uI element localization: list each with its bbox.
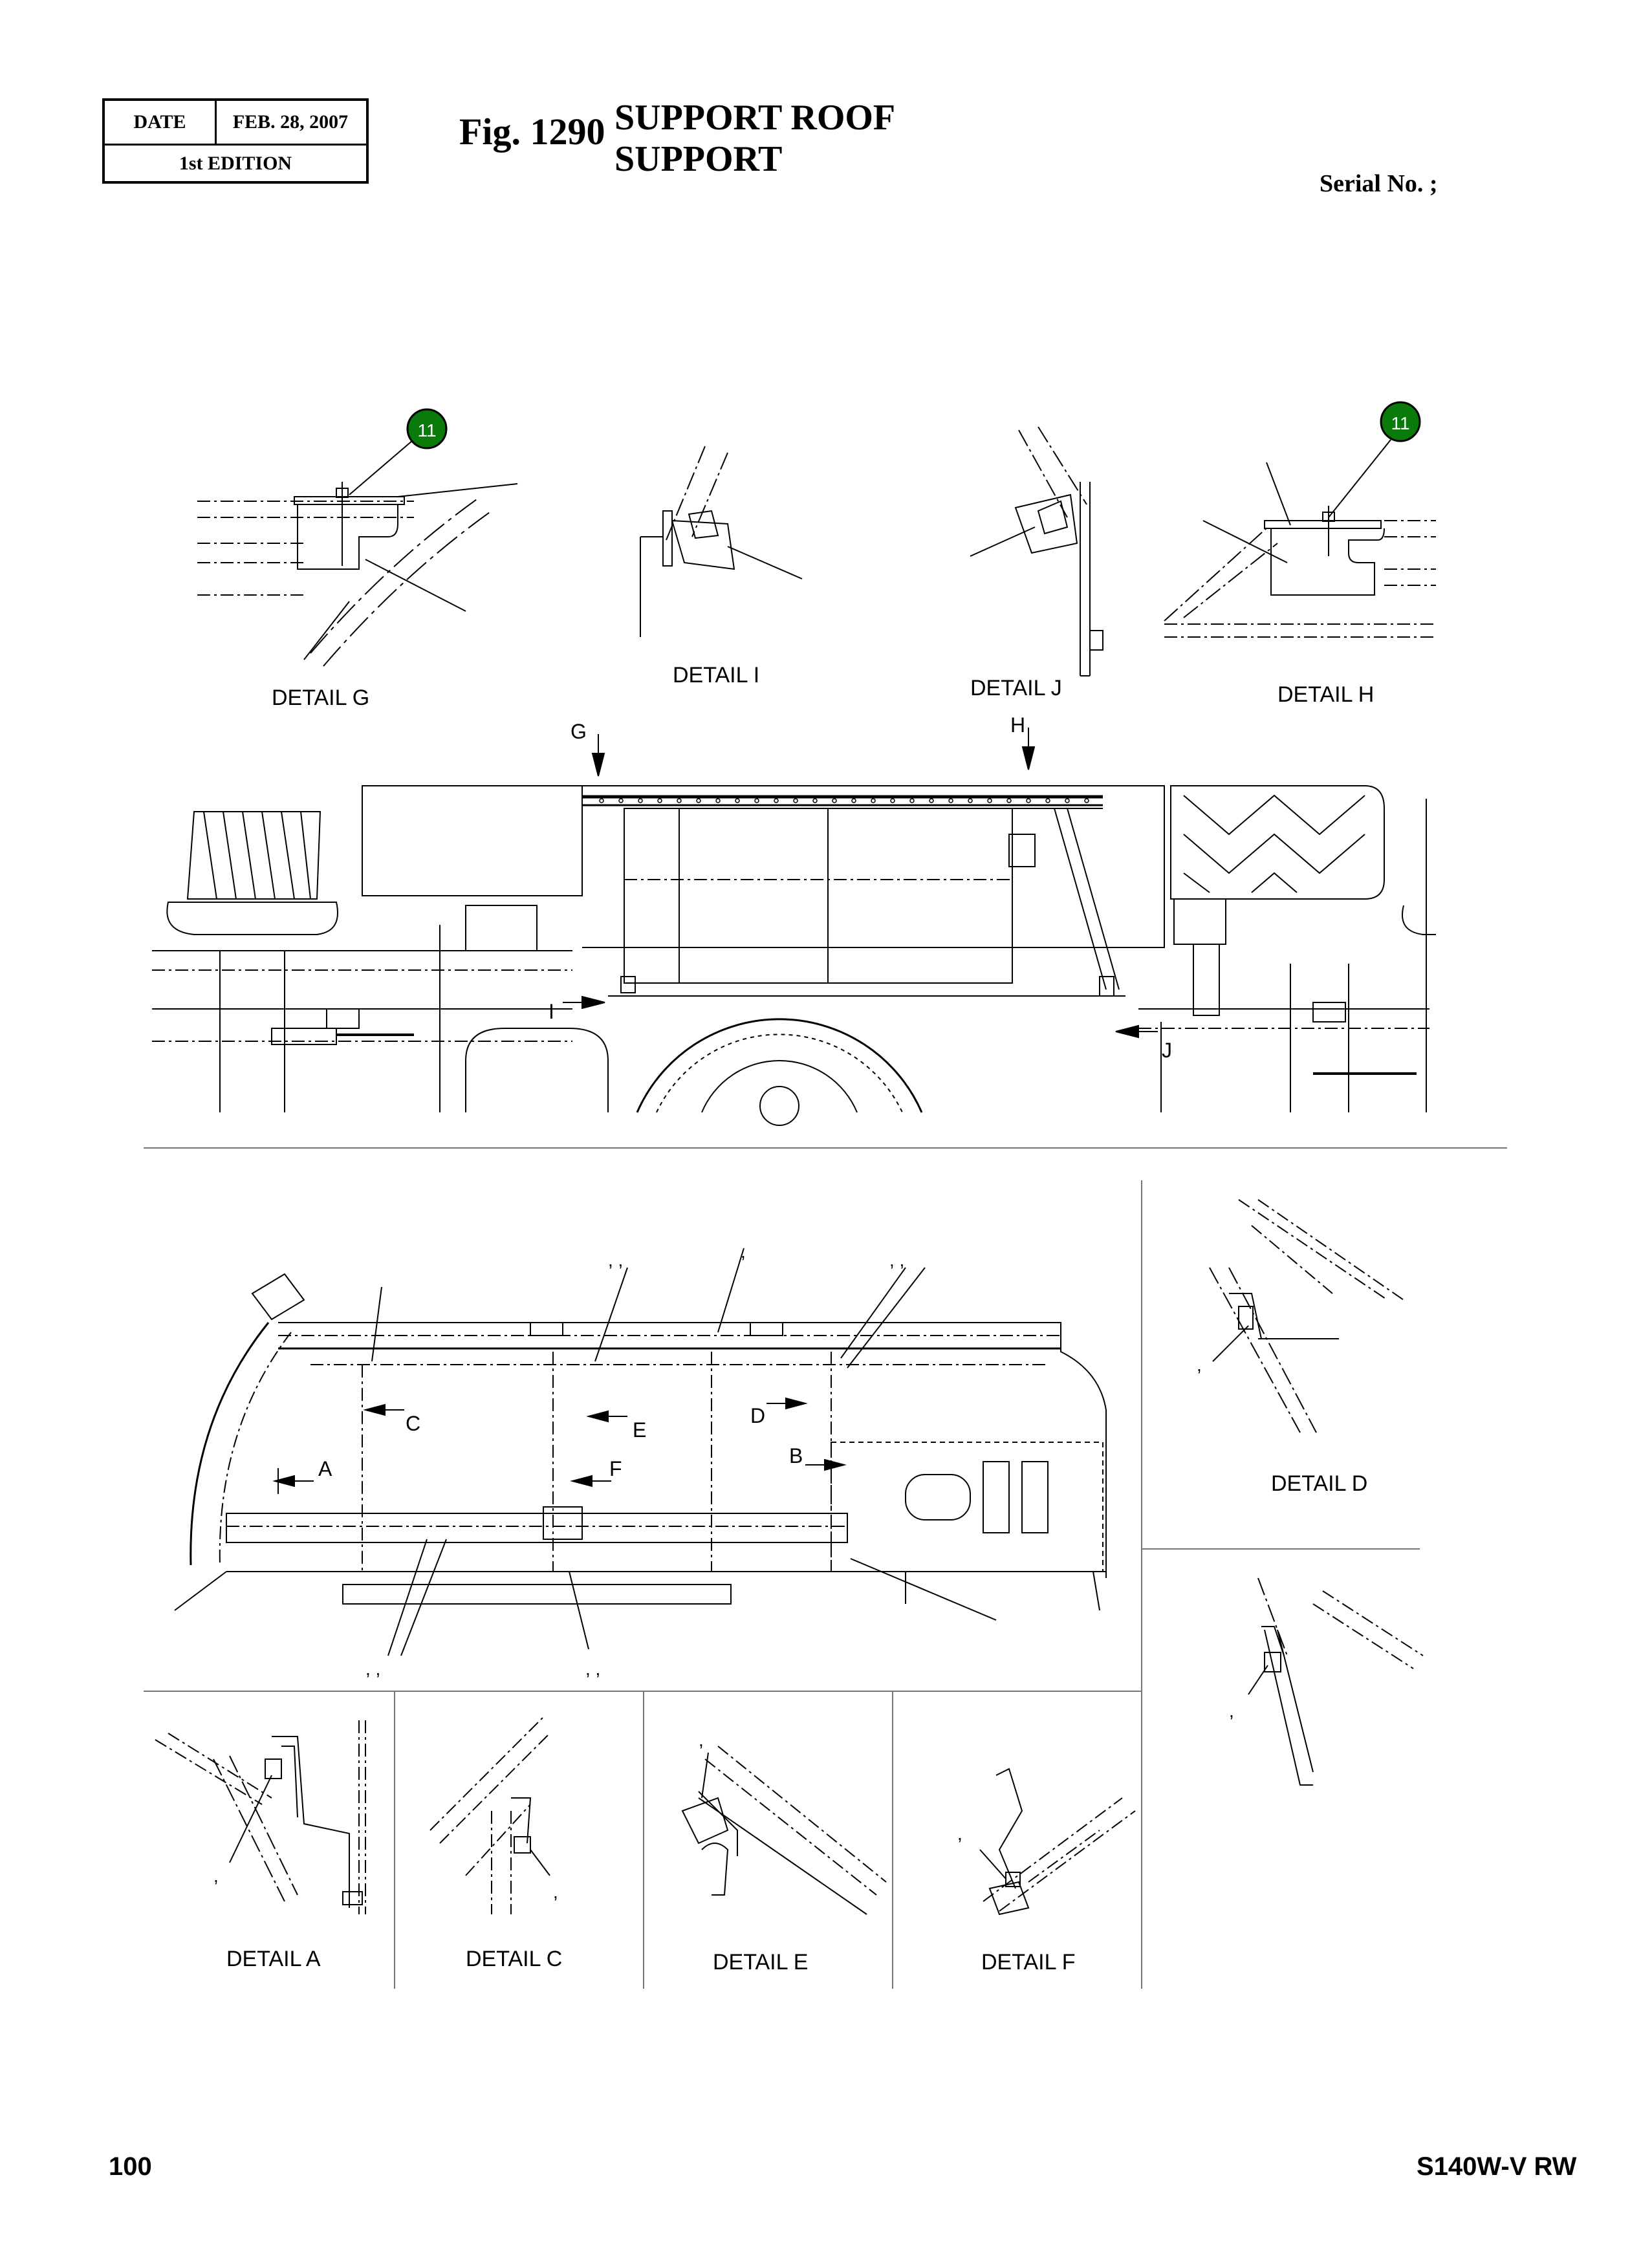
detail-h-label: DETAIL H xyxy=(1277,682,1374,707)
edition-label: 1st EDITION xyxy=(179,153,292,174)
svg-text:11: 11 xyxy=(417,420,436,440)
detail-i-drawing xyxy=(640,446,803,637)
title-line-2: SUPPORT xyxy=(614,139,783,179)
ref-mark-8: , xyxy=(213,1866,219,1886)
detail-b-drawing xyxy=(1248,1577,1424,1786)
detail-h-drawing xyxy=(1164,439,1436,638)
model-name: S140W-V RW xyxy=(1417,2152,1577,2181)
ref-mark-10: , xyxy=(699,1730,704,1750)
detail-f-drawing xyxy=(979,1768,1136,1916)
ref-mark-2: , xyxy=(741,1242,746,1262)
marker-i: I xyxy=(549,1000,554,1023)
side-view-drawing xyxy=(152,728,1436,1126)
ref-mark-11: , xyxy=(957,1824,962,1844)
detail-f-label: DETAIL F xyxy=(981,1950,1075,1974)
ref-mark-1: , , xyxy=(608,1250,623,1270)
ref-mark-4: , , xyxy=(365,1659,380,1679)
marker-e: E xyxy=(633,1418,646,1442)
date-row: DATE FEB. 28, 2007 xyxy=(105,101,366,146)
detail-d-drawing xyxy=(1209,1199,1404,1433)
marker-c: C xyxy=(406,1412,420,1435)
marker-j: J xyxy=(1162,1039,1172,1062)
detail-a-drawing xyxy=(155,1720,366,1914)
ref-mark-7: , xyxy=(1229,1701,1234,1721)
date-stamp: DATE FEB. 28, 2007 1st EDITION xyxy=(102,98,369,184)
detail-j-label: DETAIL J xyxy=(970,676,1062,700)
svg-text:11: 11 xyxy=(1391,413,1409,433)
detail-c-label: DETAIL C xyxy=(466,1947,562,1971)
serial-number: Serial No. ; xyxy=(1320,170,1438,197)
ref-mark-9: , xyxy=(553,1882,558,1902)
plan-view-drawing xyxy=(174,1248,1107,1656)
marker-a: A xyxy=(318,1457,332,1480)
marker-g: G xyxy=(571,720,587,743)
figure-number: Fig. 1290 xyxy=(459,111,605,153)
marker-b: B xyxy=(789,1444,803,1467)
title-line-1: SUPPORT ROOF xyxy=(614,98,896,138)
date-value: FEB. 28, 2007 xyxy=(232,111,349,133)
ref-mark-5: , , xyxy=(585,1659,600,1679)
detail-c-drawing xyxy=(429,1716,550,1914)
detail-a-label: DETAIL A xyxy=(226,1947,321,1971)
figure-title: SUPPORT ROOF SUPPORT xyxy=(614,97,895,180)
detail-i-label: DETAIL I xyxy=(673,663,759,687)
detail-e-drawing xyxy=(681,1746,887,1915)
marker-f: F xyxy=(609,1457,622,1480)
callout-11-left: 11 xyxy=(406,408,448,449)
detail-g-drawing xyxy=(197,436,518,667)
callout-11-right: 11 xyxy=(1380,401,1421,442)
page-number: 100 xyxy=(109,2152,152,2181)
detail-j-drawing xyxy=(970,426,1103,676)
ref-mark-6: , xyxy=(1197,1355,1202,1375)
detail-g-label: DETAIL G xyxy=(272,686,369,710)
marker-h: H xyxy=(1010,713,1025,737)
date-label: DATE xyxy=(105,101,217,144)
marker-d: D xyxy=(750,1404,765,1427)
detail-d-label: DETAIL D xyxy=(1271,1471,1367,1496)
detail-e-label: DETAIL E xyxy=(713,1950,808,1974)
ref-mark-3: , , xyxy=(889,1250,904,1270)
